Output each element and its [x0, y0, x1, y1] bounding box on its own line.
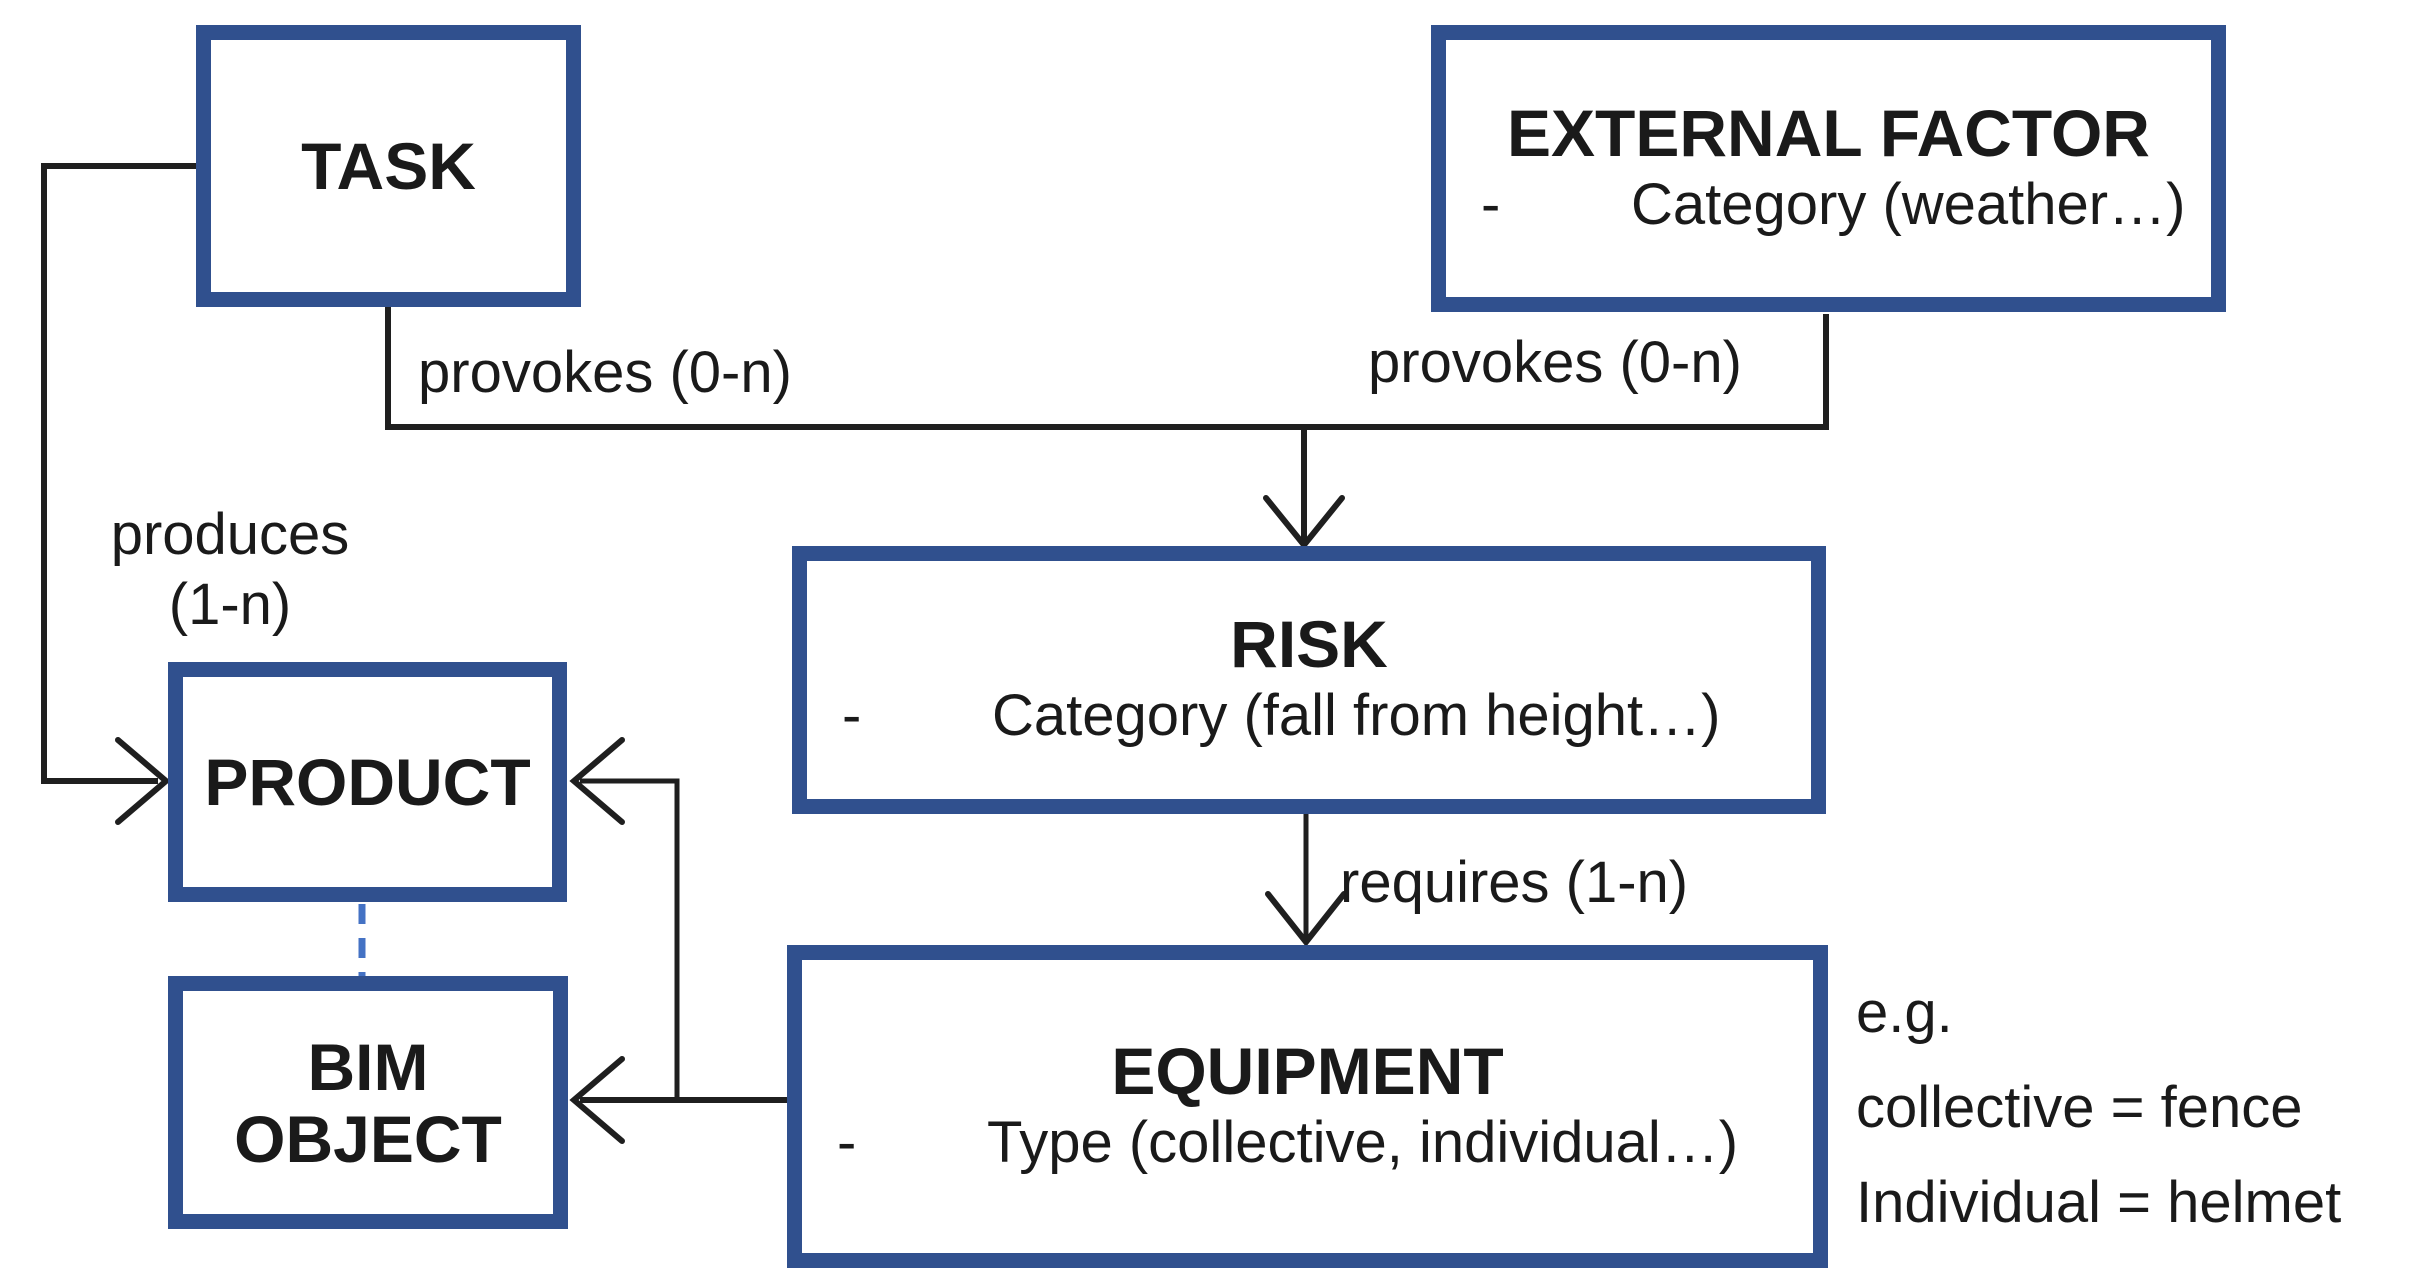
- example-note-line1: e.g.: [1856, 980, 1953, 1045]
- node-bim-object: BIM OBJECT: [168, 976, 568, 1229]
- requires-label: requires (1-n): [1340, 850, 1689, 915]
- task-title: TASK: [301, 129, 476, 203]
- external-factor-attribute-row: - Category (weather…): [1446, 169, 2211, 241]
- risk-attribute-row: - Category (fall from height…): [807, 680, 1811, 752]
- arrowhead-into-equipment: [1265, 891, 1347, 947]
- task-to-product-connector: [41, 163, 196, 784]
- external-factor-attribute: Category (weather…): [1631, 171, 2186, 237]
- risk-title: RISK: [1230, 607, 1388, 681]
- node-external-factor: EXTERNAL FACTOR - Category (weather…): [1431, 25, 2226, 312]
- external-factor-title: EXTERNAL FACTOR: [1507, 95, 2150, 170]
- attribute-dash: -: [837, 1109, 857, 1175]
- example-note-line3: Individual = helmet: [1856, 1170, 2342, 1235]
- attribute-dash: -: [842, 683, 862, 748]
- node-risk: RISK - Category (fall from height…): [792, 546, 1826, 814]
- node-task: TASK: [196, 25, 581, 307]
- node-equipment: EQUIPMENT - Type (collective, individual…: [787, 945, 1828, 1268]
- produces-label: produces (1-n): [100, 500, 360, 640]
- provokes-task-label: provokes (0-n): [418, 340, 792, 405]
- equipment-attribute-row: - Type (collective, individual…): [802, 1107, 1813, 1179]
- attribute-dash: -: [1481, 171, 1501, 237]
- arrowhead-into-product-left: [115, 737, 171, 825]
- arrowhead-into-risk: [1263, 495, 1345, 550]
- produces-label-line2: (1-n): [168, 572, 292, 637]
- node-product: PRODUCT: [168, 662, 567, 902]
- equipment-branch-to-product-connector: [580, 778, 680, 1100]
- equipment-title: EQUIPMENT: [1111, 1033, 1504, 1108]
- arrowhead-into-product-right: [569, 737, 625, 825]
- equipment-attribute: Type (collective, individual…): [987, 1109, 1739, 1175]
- product-title: PRODUCT: [204, 745, 531, 819]
- risk-attribute: Category (fall from height…): [992, 683, 1721, 748]
- example-note: e.g. collective = fence Individual = hel…: [1856, 965, 2341, 1250]
- produces-label-line1: produces: [110, 502, 350, 567]
- arrowhead-into-bim-object: [569, 1056, 625, 1144]
- bim-object-title: BIM OBJECT: [234, 1029, 502, 1176]
- provokes-bus-connector: [385, 307, 1829, 430]
- provokes-external-label: provokes (0-n): [1368, 330, 1742, 395]
- example-note-line2: collective = fence: [1856, 1075, 2303, 1140]
